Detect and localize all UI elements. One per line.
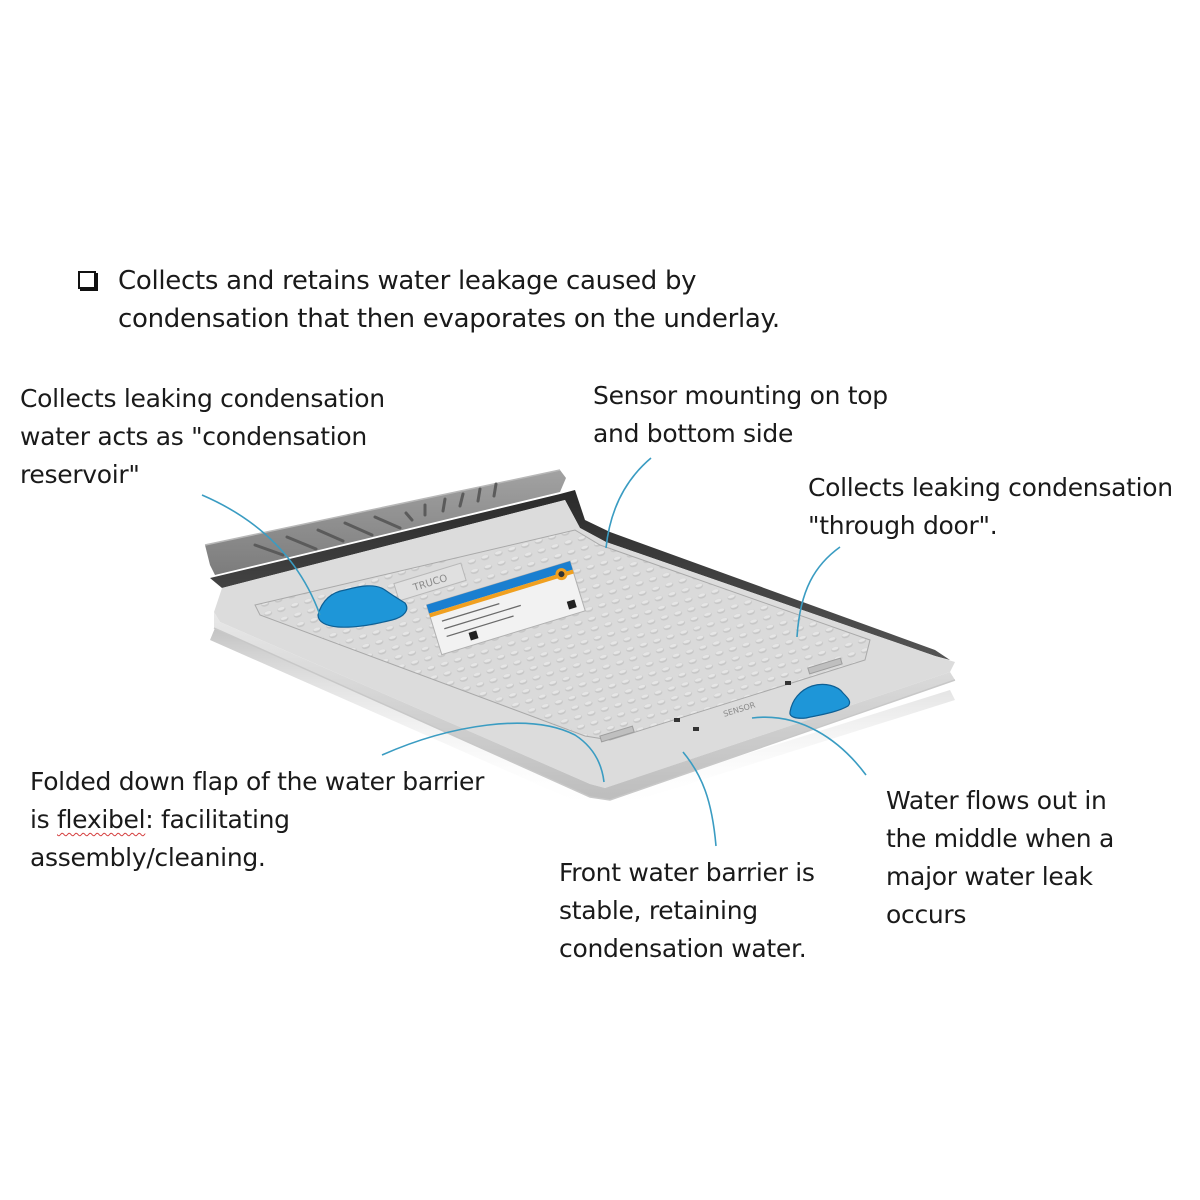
- callout-line: occurs: [886, 900, 967, 929]
- headline-bullet: Collects and retains water leakage cause…: [78, 262, 838, 338]
- water-puddle-left: [317, 585, 408, 628]
- product-label-sticker: [425, 560, 586, 656]
- callout-line: and bottom side: [593, 419, 794, 448]
- water-puddle-right: [789, 683, 851, 719]
- misspelled-word: flexibel: [57, 805, 146, 834]
- callout-condensation-reservoir: Collects leaking condensation water acts …: [20, 380, 420, 494]
- leader-line-reservoir: [201, 494, 321, 616]
- callout-line: : facilitating: [145, 805, 290, 834]
- leader-line-through-door: [796, 546, 841, 638]
- leader-line-sensor: [605, 457, 652, 549]
- callout-line: Folded down flap of the water barrier: [30, 767, 485, 796]
- callout-line: Collects leaking condensation: [808, 473, 1173, 502]
- callout-line: Front water barrier is: [559, 858, 815, 887]
- callout-line: reservoir": [20, 460, 140, 489]
- callout-sensor-mounting: Sensor mounting on top and bottom side: [593, 377, 933, 453]
- dimpled-area: [255, 530, 870, 740]
- leader-line-middle: [751, 716, 867, 776]
- callout-line: stable, retaining: [559, 896, 758, 925]
- checkbox-icon: [78, 271, 96, 289]
- callout-front-barrier: Front water barrier is stable, retaining c…: [559, 854, 859, 968]
- callout-line: water acts as "condensation: [20, 422, 367, 451]
- callout-line: "through door".: [808, 511, 998, 540]
- headline-text: Collects and retains water leakage cause…: [118, 266, 780, 334]
- callout-line: is: [30, 805, 58, 834]
- callout-line: condensation water.: [559, 934, 807, 963]
- brand-emboss: TRUCO: [393, 562, 467, 602]
- svg-text:SENSOR: SENSOR: [722, 700, 757, 718]
- svg-text:TRUCO: TRUCO: [411, 573, 449, 594]
- callout-through-door: Collects leaking condensation "through do…: [808, 469, 1200, 545]
- leader-line-front-barrier: [682, 751, 717, 847]
- callout-middle-outflow: Water flows out in the middle when a major…: [886, 782, 1146, 934]
- callout-line: Collects leaking condensation: [20, 384, 385, 413]
- callout-line: Water flows out in: [886, 786, 1107, 815]
- callout-line: assembly/cleaning.: [30, 843, 266, 872]
- callout-line: Sensor mounting on top: [593, 381, 888, 410]
- callout-line: the middle when a: [886, 824, 1114, 853]
- callout-line: major water leak: [886, 862, 1093, 891]
